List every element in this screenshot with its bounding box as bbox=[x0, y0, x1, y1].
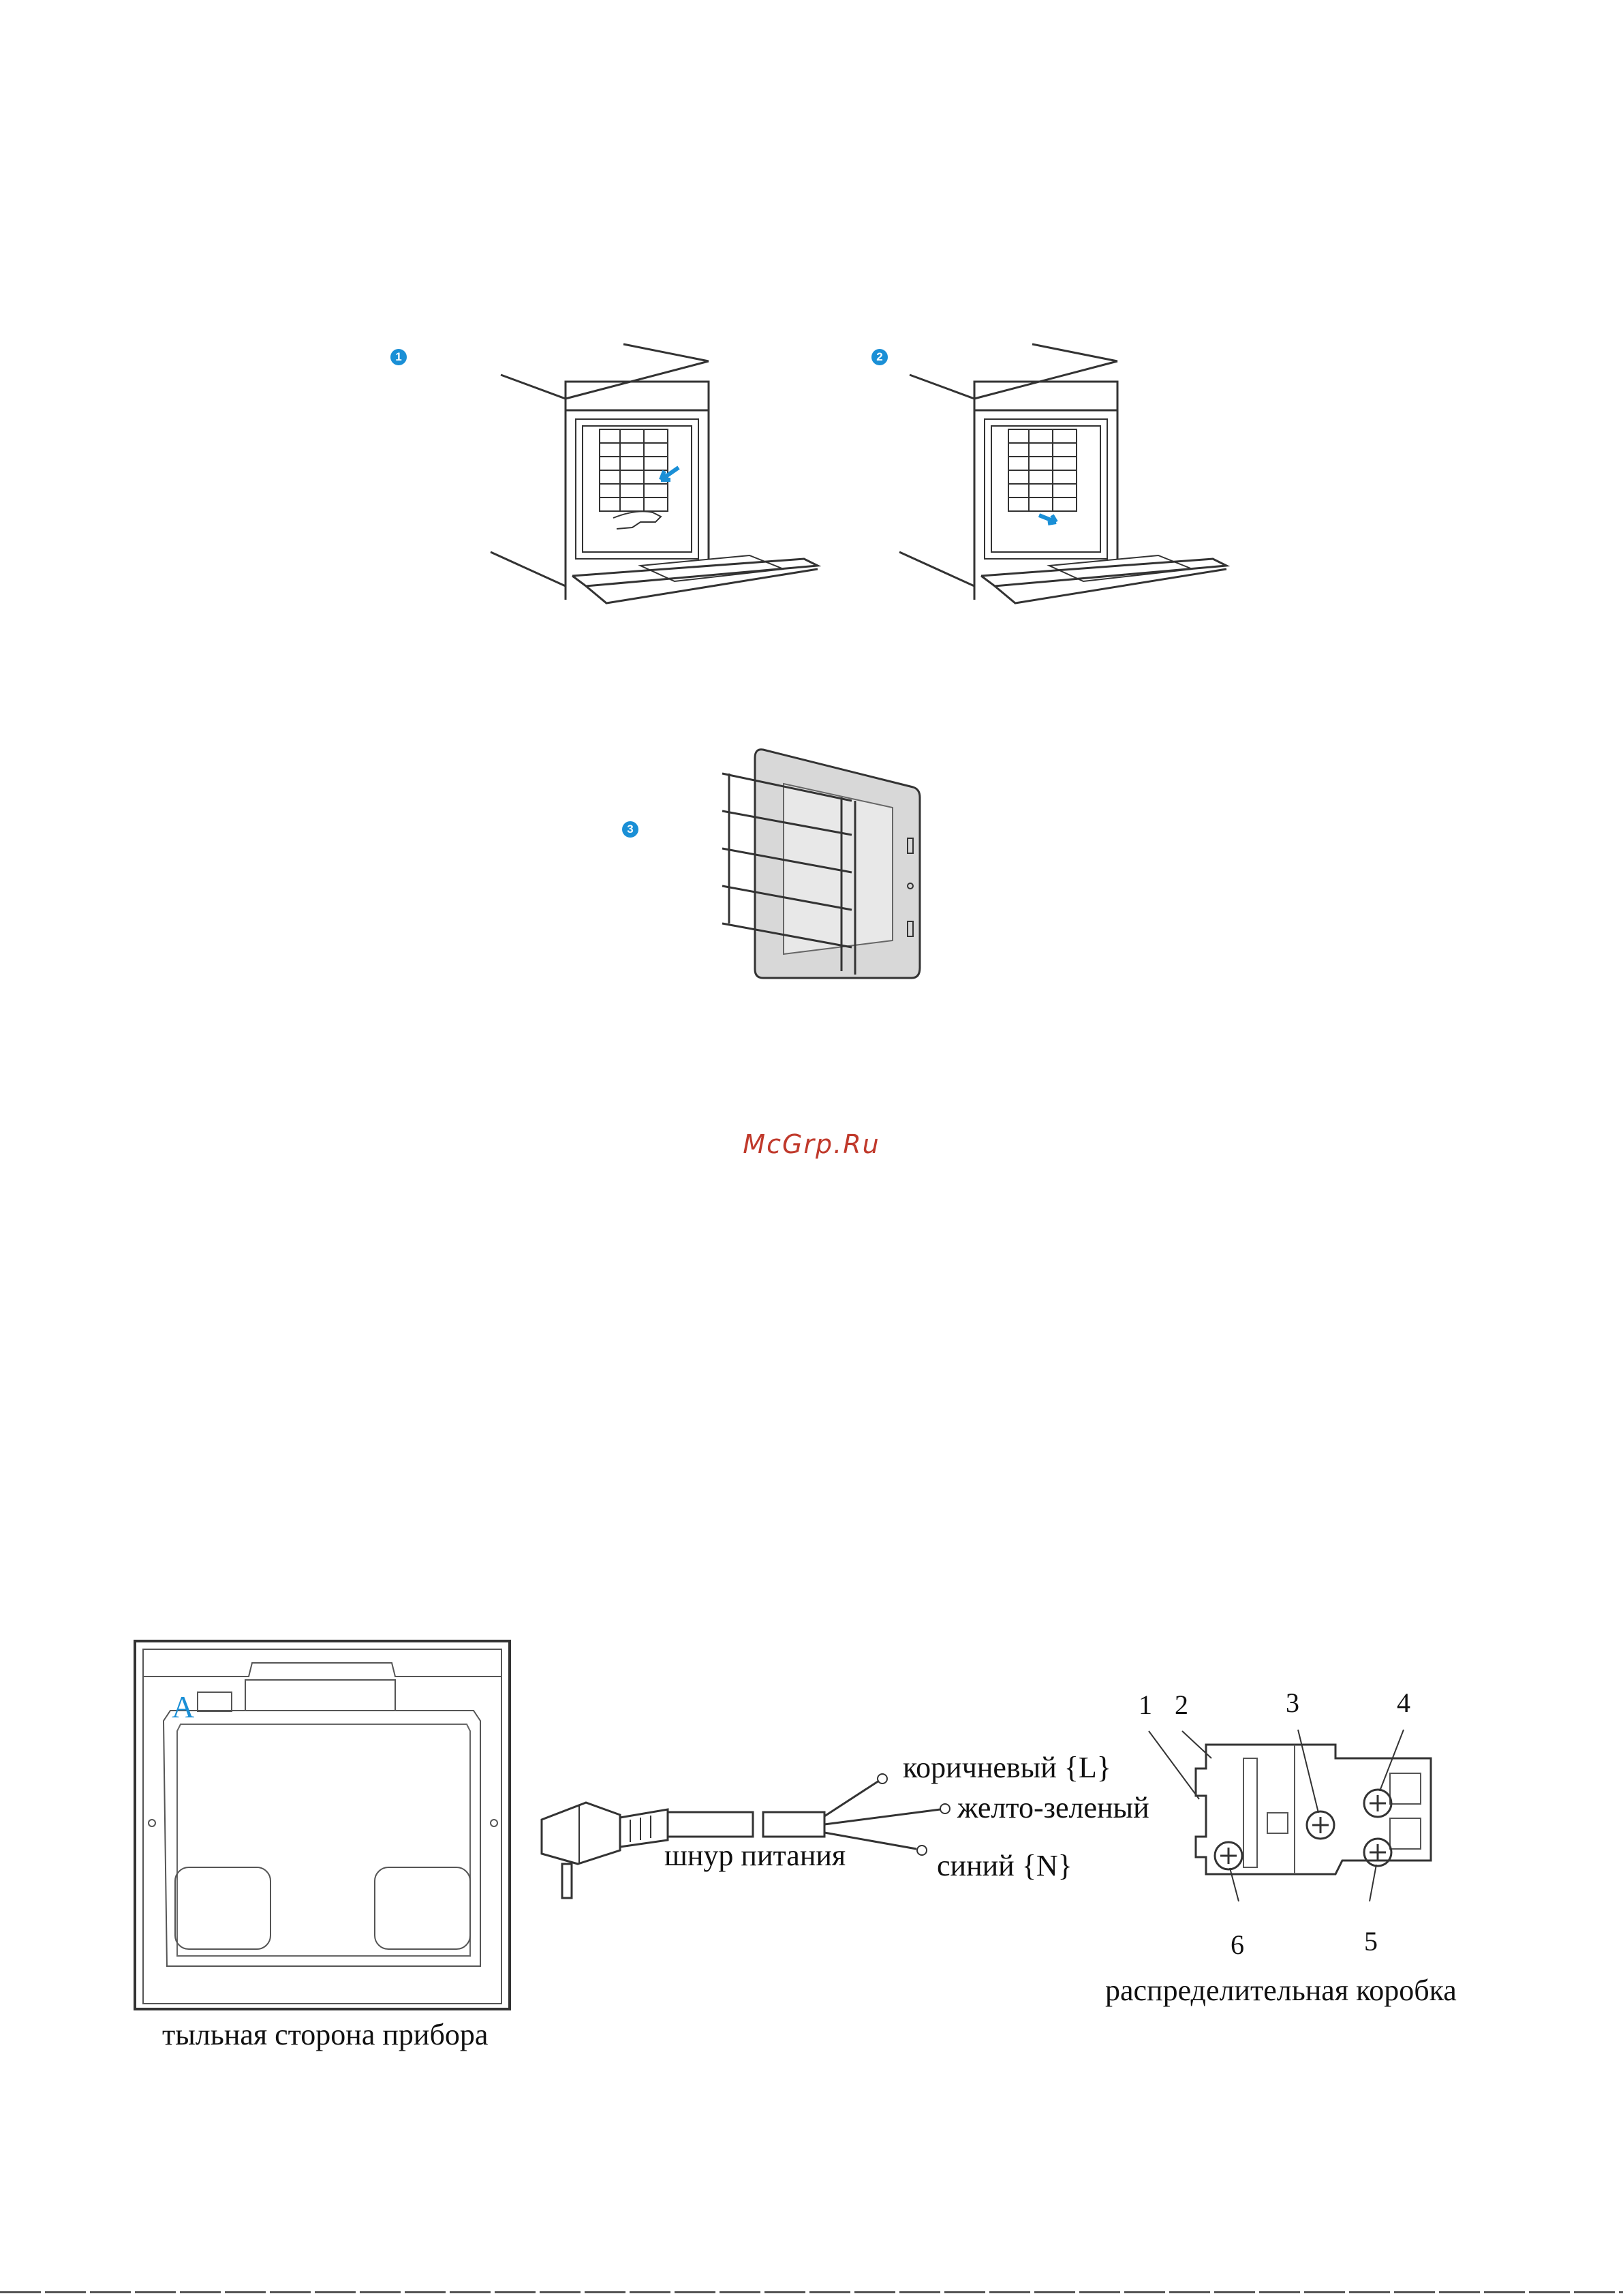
arrow-icon bbox=[661, 468, 679, 480]
wire-yellow-green-label: желто-зеленый bbox=[957, 1790, 1149, 1825]
cord-label: шнур питания bbox=[664, 1838, 846, 1873]
distribution-box-diagram bbox=[1131, 1717, 1444, 1922]
power-cord-diagram bbox=[538, 1762, 961, 1905]
step-2-oven-illustration bbox=[886, 334, 1240, 620]
back-caption: тыльная сторона прибора bbox=[162, 2017, 488, 2052]
watermark-text: McGrp.Ru bbox=[0, 1129, 1623, 1159]
side-rack-icon bbox=[1008, 429, 1077, 511]
connection-point-a-icon bbox=[198, 1692, 232, 1711]
page-bottom-rule bbox=[0, 2291, 1623, 2293]
box-number-2: 2 bbox=[1175, 1689, 1188, 1721]
plug-icon bbox=[542, 1803, 620, 1864]
step-1-badge: 1 bbox=[390, 349, 407, 365]
box-caption: распределительная коробка bbox=[1105, 1973, 1457, 2008]
box-number-4: 4 bbox=[1397, 1687, 1410, 1719]
hand-icon bbox=[613, 511, 661, 529]
box-number-5: 5 bbox=[1364, 1925, 1378, 1957]
wire-brown-label: коричневый {L} bbox=[903, 1750, 1111, 1785]
step-3-badge: 3 bbox=[622, 821, 638, 838]
back-marker-label: A bbox=[172, 1689, 194, 1725]
box-number-1: 1 bbox=[1139, 1689, 1152, 1721]
step-1-oven-illustration bbox=[477, 334, 831, 620]
step-3-rack-illustration bbox=[709, 743, 933, 988]
box-number-3: 3 bbox=[1286, 1687, 1299, 1719]
wire-blue-label: синий {N} bbox=[937, 1848, 1072, 1883]
side-rack-icon bbox=[600, 429, 668, 511]
box-number-6: 6 bbox=[1231, 1929, 1244, 1961]
arrow-icon bbox=[1039, 515, 1056, 523]
